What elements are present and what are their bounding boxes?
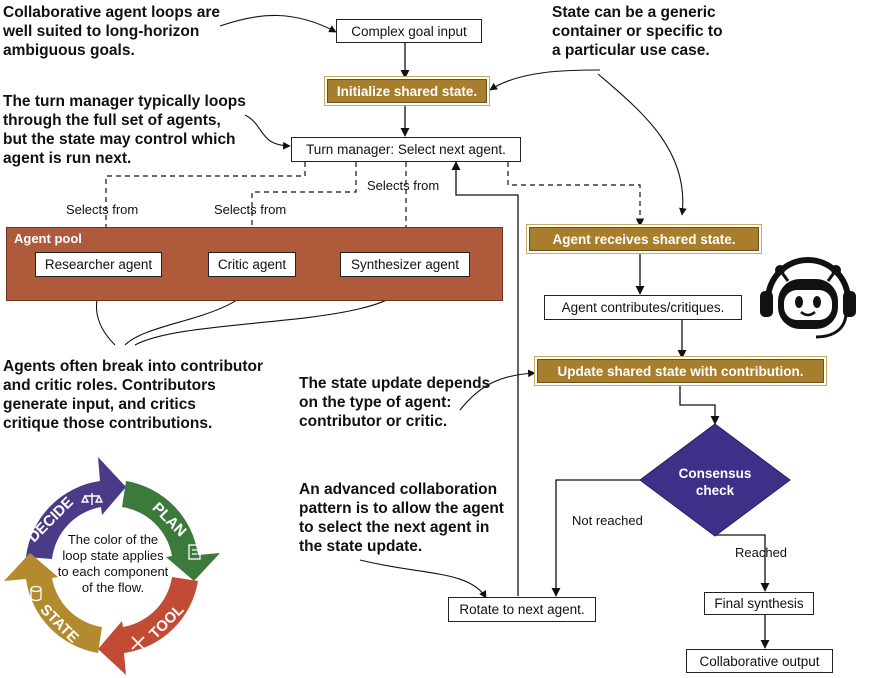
- edge-turn-to-receives: [507, 162, 645, 227]
- update-state-box: Update shared state with contribution.: [537, 359, 824, 383]
- critic-agent-box: Critic agent: [208, 252, 296, 277]
- synthesizer-agent-box: Synthesizer agent: [340, 252, 470, 277]
- cycle-segment-state: [4, 553, 102, 653]
- note-advanced-pattern: An advanced collaboration pattern is to …: [299, 481, 504, 555]
- note-state-generic: State can be a generic container or spec…: [552, 4, 723, 59]
- cycle-segment-tool: [98, 577, 198, 675]
- init-state-box: Initialize shared state.: [327, 79, 487, 103]
- turn-manager-box: Turn manager: Select next agent.: [291, 137, 521, 162]
- cycle-segment-plan: [122, 481, 220, 581]
- note-collaborative-loops: Collaborative agent loops are well suite…: [3, 4, 221, 59]
- note-curve-advanced: [359, 559, 487, 599]
- edge-label-reached: Reached: [735, 545, 788, 560]
- note-curve-state-generic-2: [597, 73, 687, 216]
- agent-pool-title: Agent pool: [14, 231, 82, 246]
- note-curve-turn: [244, 114, 291, 150]
- agent-receives-box: Agent receives shared state.: [529, 227, 759, 251]
- rotate-agent-box: Rotate to next agent.: [448, 597, 596, 622]
- note-turn-manager: The turn manager typically loops through…: [3, 93, 246, 167]
- note-curve-collab: [219, 14, 337, 33]
- researcher-agent-box: Researcher agent: [35, 252, 162, 277]
- edge-rotate-to-turn: [451, 161, 519, 596]
- note-agent-roles: Agents often break into contributor and …: [3, 358, 264, 432]
- edge-label-selects-from-researcher: Selects from: [66, 202, 139, 217]
- edge-consensus-reached: [715, 534, 770, 592]
- clipboard-icon: [188, 544, 201, 560]
- edge-label-not-reached: Not reached: [572, 513, 643, 528]
- consensus-diamond: [639, 423, 791, 537]
- collaborative-output-box: Collaborative output: [686, 649, 833, 673]
- edge-consensus-not-reached: [551, 479, 640, 597]
- edge-turn-to-critic: [247, 162, 357, 251]
- cycle-center-text: The color of the loop state applies to e…: [57, 532, 169, 595]
- scale-icon: [80, 493, 104, 505]
- consensus-label-2: check: [696, 483, 735, 498]
- tools-icon: [131, 636, 145, 650]
- edge-update-to-consensus: [679, 383, 720, 425]
- agent-contributes-box: Agent contributes/critiques.: [544, 295, 742, 320]
- database-icon: [30, 585, 42, 602]
- note-curve-state-generic: [489, 69, 601, 91]
- note-curve-state-update: [459, 369, 536, 411]
- edge-label-selects-from-critic: Selects from: [214, 202, 287, 217]
- consensus-label-1: Consensus: [679, 466, 752, 481]
- note-state-update: The state update depends on the type of …: [299, 375, 491, 430]
- edge-label-selects-from-synthesizer: Selects from: [367, 178, 440, 193]
- goal-input-box: Complex goal input: [336, 19, 482, 43]
- final-synthesis-box: Final synthesis: [704, 592, 814, 615]
- robot-icon: [760, 257, 856, 339]
- cycle-segment-decide: [26, 457, 126, 559]
